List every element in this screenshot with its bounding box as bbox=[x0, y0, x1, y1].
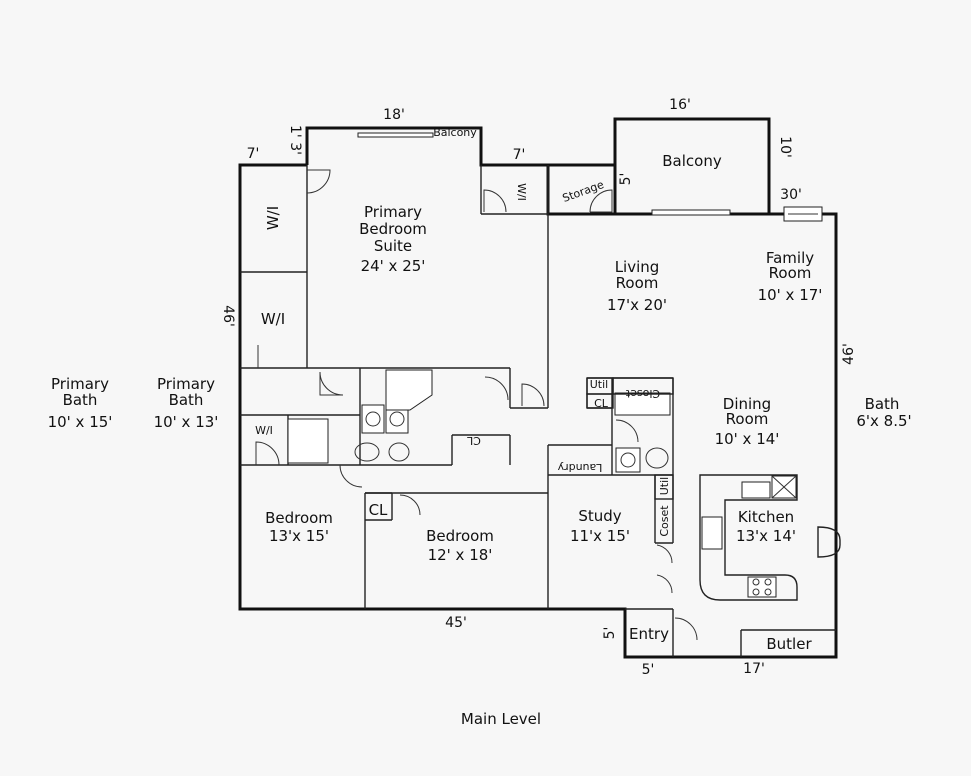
laundry-label: Laundry bbox=[557, 461, 602, 474]
kitchen-size: 13'x 14' bbox=[736, 527, 796, 545]
stove bbox=[747, 576, 777, 598]
bedroom1-size: 13'x 15' bbox=[269, 527, 329, 545]
living-label-1: Living bbox=[615, 258, 660, 276]
slider-primary bbox=[357, 132, 434, 138]
bedroom2-label: Bedroom bbox=[426, 527, 494, 545]
primary-suite-label-1: Primary bbox=[364, 203, 422, 221]
entry-label: Entry bbox=[629, 625, 669, 643]
primary-suite-label-2: Bedroom bbox=[359, 220, 427, 238]
dimension-labels: 18' 16' 7' 7' 1' 3' 10' 30' 46' 46' 45' … bbox=[220, 97, 857, 678]
primary-bath-a-label-1: Primary bbox=[51, 375, 109, 393]
dishwasher bbox=[701, 516, 723, 550]
family-label-2: Room bbox=[769, 264, 812, 282]
doors bbox=[255, 169, 698, 641]
util-side-label: Util bbox=[658, 477, 671, 495]
dim-1-3: 1' 3' bbox=[287, 125, 303, 155]
kitchen-sink bbox=[741, 481, 771, 499]
hall-toilet bbox=[645, 447, 669, 469]
primary-bath-a-label-2: Bath bbox=[63, 391, 98, 409]
dim-top-7-left: 7' bbox=[247, 146, 260, 162]
wi-top-left-label: W/I bbox=[264, 206, 282, 230]
hall-tub bbox=[614, 392, 671, 416]
room-labels: Primary Bedroom Suite 24' x 25' Living R… bbox=[48, 126, 912, 653]
primary-bath-a-size: 10' x 15' bbox=[48, 413, 113, 431]
cl-small-label: CL bbox=[594, 397, 609, 410]
family-label-1: Family bbox=[766, 249, 814, 267]
dim-right-46: 46' bbox=[841, 343, 857, 365]
study-label: Study bbox=[578, 507, 621, 525]
dim-5-entry-side: 5' bbox=[602, 627, 618, 640]
dim-5-storage: 5' bbox=[618, 173, 634, 186]
kitchen-island-end bbox=[817, 526, 841, 558]
dining-label-2: Room bbox=[726, 410, 769, 428]
bath-size: 6'x 8.5' bbox=[856, 412, 911, 430]
dim-bottom-45: 45' bbox=[445, 615, 467, 631]
kitchen-counter bbox=[699, 474, 841, 601]
dim-17: 17' bbox=[743, 661, 765, 677]
toilet-left bbox=[354, 442, 380, 462]
primary-suite-label-3: Suite bbox=[374, 237, 412, 255]
bath-label: Bath bbox=[865, 395, 900, 413]
dining-size: 10' x 14' bbox=[715, 430, 780, 448]
dim-left-46: 46' bbox=[220, 305, 236, 327]
dim-top-7-mid: 7' bbox=[513, 147, 526, 163]
bedroom2-size: 12' x 18' bbox=[428, 546, 493, 564]
primary-bath-b-size: 10' x 13' bbox=[154, 413, 219, 431]
primary-bath-b-label-1: Primary bbox=[157, 375, 215, 393]
dim-10: 10' bbox=[777, 136, 793, 158]
storage-label: Storage bbox=[561, 178, 606, 205]
wi-small-label: W/I bbox=[255, 424, 273, 437]
coset-label: Coset bbox=[658, 505, 671, 537]
primary-bath-b-label-2: Bath bbox=[169, 391, 204, 409]
windows bbox=[357, 132, 823, 222]
study-size: 11'x 15' bbox=[570, 527, 630, 545]
dim-30: 30' bbox=[780, 187, 802, 203]
toilet-right bbox=[388, 442, 410, 462]
family-size: 10' x 17' bbox=[758, 286, 823, 304]
plan-title: Main Level bbox=[461, 710, 541, 728]
living-size: 17'x 20' bbox=[607, 296, 667, 314]
util-top-label: Util bbox=[590, 378, 608, 391]
butler-label: Butler bbox=[766, 635, 812, 653]
dim-top-16: 16' bbox=[669, 97, 691, 113]
wi-left-label: W/I bbox=[261, 310, 285, 328]
cl-bed-label: CL bbox=[369, 501, 388, 519]
corner-tub bbox=[385, 369, 433, 411]
bath-fixtures bbox=[287, 369, 671, 473]
dim-5-entry-bottom: 5' bbox=[642, 662, 655, 678]
dim-top-18: 18' bbox=[383, 107, 405, 123]
balcony-main-label: Balcony bbox=[662, 152, 722, 170]
wi-top-label: W/I bbox=[515, 183, 528, 201]
hall-sink bbox=[615, 447, 641, 473]
cl-hall-label: CL bbox=[466, 434, 481, 447]
utility-boxes bbox=[586, 377, 674, 500]
living-label-2: Room bbox=[616, 274, 659, 292]
dining-label-1: Dining bbox=[723, 395, 771, 413]
balcony-small-label: Balcony bbox=[433, 126, 477, 139]
shower bbox=[287, 418, 329, 464]
exterior-walls bbox=[238, 117, 838, 659]
primary-suite-size: 24' x 25' bbox=[361, 257, 426, 275]
vanity-sink-left bbox=[361, 404, 385, 434]
bedroom1-label: Bedroom bbox=[265, 509, 333, 527]
slider-living bbox=[651, 209, 731, 216]
kitchen-label: Kitchen bbox=[738, 508, 794, 526]
